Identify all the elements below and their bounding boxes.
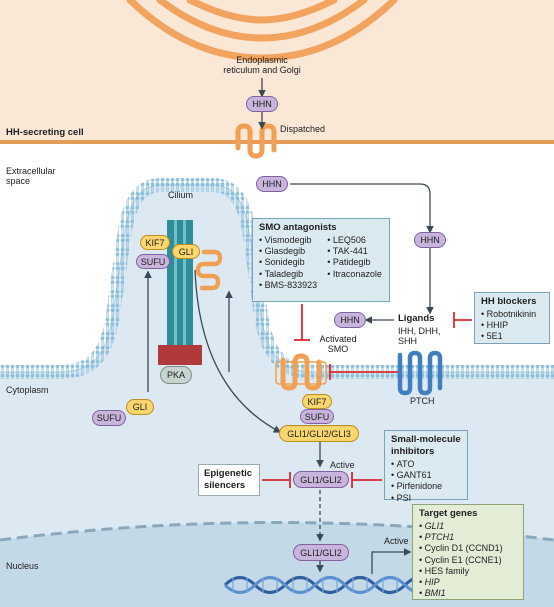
small-molecule-inhibitors-box: Small-molecule inhibitors ATO GANT61 Pir… — [384, 430, 468, 503]
ptch-icon — [397, 350, 443, 396]
target-genes-list: GLI1PTCH1Cyclin D1 (CCND1)Cyclin E1 (CCN… — [419, 521, 517, 600]
kif7-cilium-pill: KIF7 — [140, 235, 170, 250]
target-genes-box: Target genes GLI1PTCH1Cyclin D1 (CCND1)C… — [412, 504, 524, 600]
smo-antagonists-box: SMO antagonists Vismodegib Glasdegib Son… — [252, 218, 390, 302]
hhn-golgi-pill: HHN — [246, 96, 278, 112]
hh-blockers-box: HH blockers Robotnikinin HHIP 5E1 — [474, 292, 550, 344]
gli12-nucleus-pill: GLI1/GLI2 — [293, 544, 349, 561]
smo-antagonists-col2: LEQ506 TAK-441 Patidegib Itraconazole — [327, 235, 382, 291]
dispatched-icon — [235, 123, 277, 159]
sufu-cilium-pill: SUFU — [136, 254, 170, 269]
basal-body — [158, 345, 202, 365]
arrow-active-transcription — [371, 548, 412, 574]
pka-pill: PKA — [160, 366, 192, 384]
active-label-1: Active — [330, 460, 355, 470]
target-gene-item: Cyclin E1 (CCNE1) — [419, 555, 517, 566]
target-gene-item: Cyclin D1 (CCND1) — [419, 543, 517, 554]
smo-antagonists-col1: Vismodegib Glasdegib Sonidegib Taladegib… — [259, 235, 318, 291]
plasma-membrane-outline — [0, 184, 554, 373]
cytoplasm-label: Cytoplasm — [6, 385, 49, 395]
sufu-smo-pill: SUFU — [300, 409, 334, 424]
gli12-active-pill: GLI1/GLI2 — [293, 471, 349, 488]
target-gene-item: PTCH1 — [419, 532, 517, 543]
gli123-pill: GLI1/GLI2/GLI3 — [279, 425, 359, 442]
active-label-2: Active — [384, 536, 409, 546]
gli-cytoplasm-pill: GLI — [126, 399, 154, 415]
nucleus-label: Nucleus — [6, 561, 39, 571]
hh-secreting-cell-label: HH-secreting cell — [6, 127, 84, 138]
cilium-axoneme — [167, 220, 193, 350]
arrow-cilium-to-gli123 — [194, 269, 282, 433]
gli-cilium-pill: GLI — [172, 244, 200, 259]
target-gene-item: BMI1 — [419, 588, 517, 599]
ligands-label: Ligands — [398, 313, 435, 324]
target-gene-item: HES family — [419, 566, 517, 577]
arrow-hhn-transport — [290, 183, 434, 234]
ptch-label: PTCH — [410, 396, 435, 406]
hhn-extracellular-pill: HHN — [256, 176, 288, 192]
hh-secreting-cell-background — [0, 0, 554, 142]
smo-antagonists-title: SMO antagonists — [259, 222, 337, 233]
hhn-ligand-pill: HHN — [334, 312, 366, 328]
smo-inactive-icon — [195, 249, 223, 291]
dispatched-label: Dispatched — [280, 124, 326, 134]
hhn-descending-pill: HHN — [414, 232, 446, 248]
cilium-label: Cilium — [168, 190, 194, 200]
ligands-list: IHH, DHH,SHH — [398, 326, 441, 347]
target-gene-item: GLI1 — [419, 521, 517, 532]
sufu-cytoplasm-pill: SUFU — [92, 410, 126, 426]
kif7-smo-pill: KIF7 — [302, 394, 332, 409]
target-gene-item: HIP — [419, 577, 517, 588]
smo-activated-icon — [280, 353, 322, 391]
golgi-icon — [126, 0, 398, 62]
